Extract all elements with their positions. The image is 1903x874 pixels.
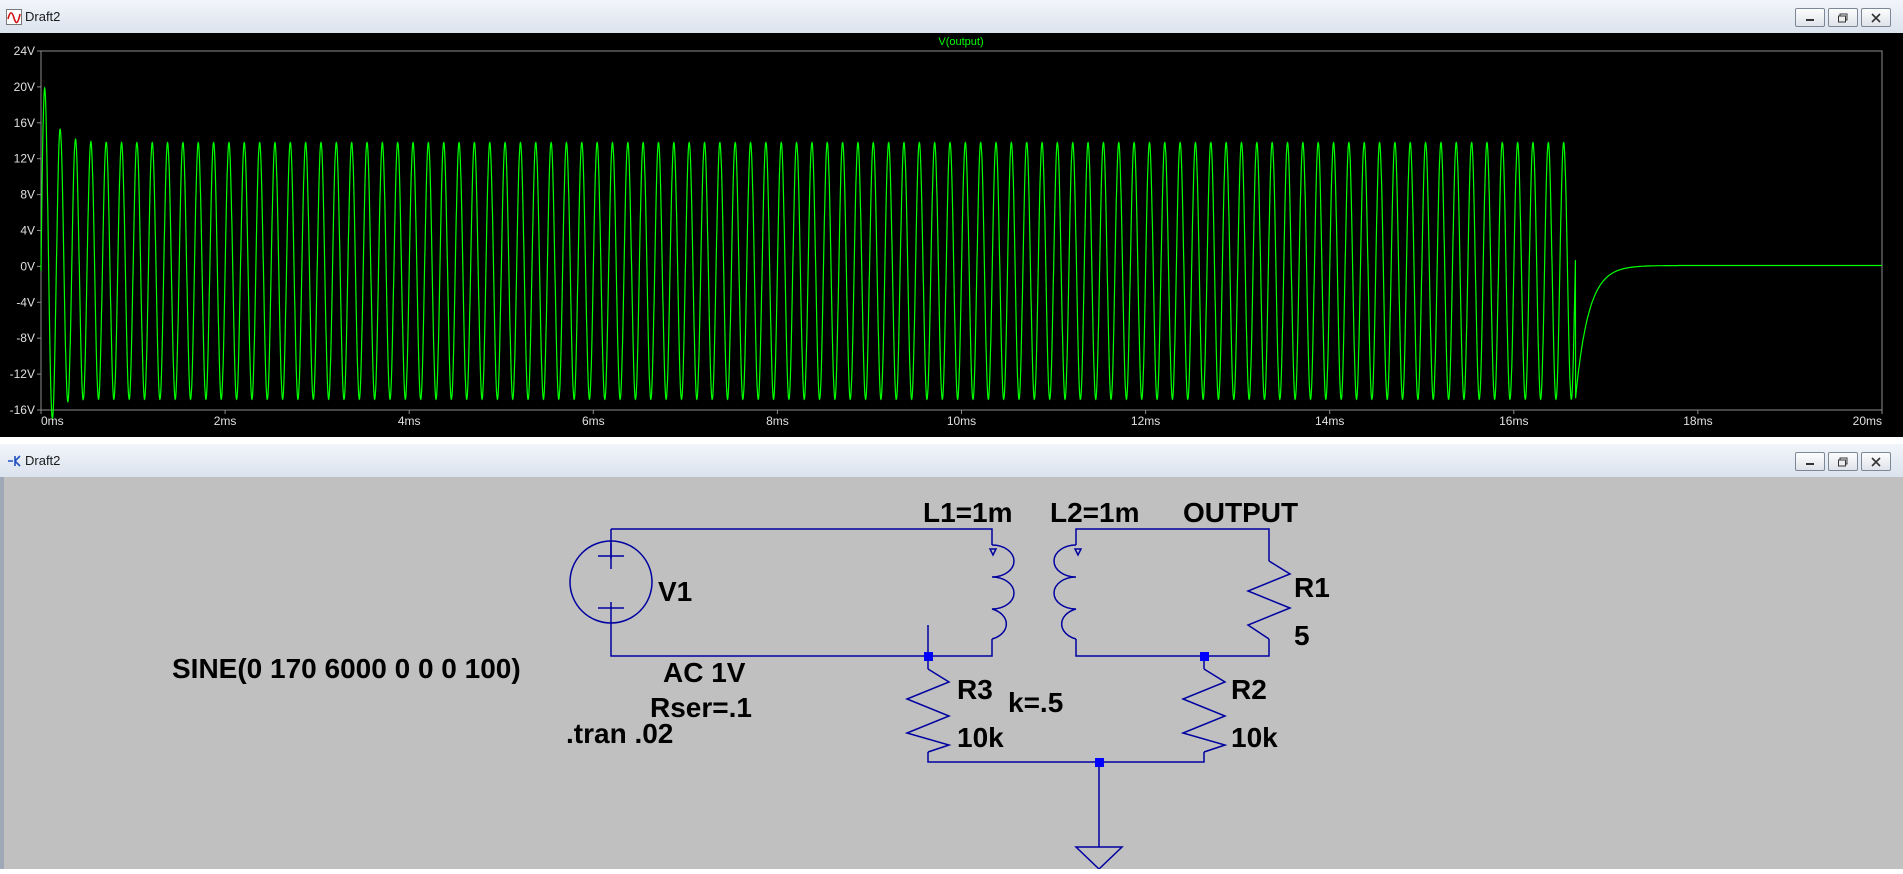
v1-name-label[interactable]: V1 (658, 576, 692, 607)
junction-dot[interactable] (1095, 758, 1104, 767)
window-title: Draft2 (25, 453, 61, 468)
junction-dot[interactable] (1200, 652, 1209, 661)
voltage-source-v1[interactable] (569, 540, 653, 624)
y-tick-label: -4V (16, 295, 35, 309)
x-tick-label: 18ms (1683, 414, 1712, 428)
x-tick-label: 6ms (582, 414, 605, 428)
ground-symbol[interactable] (1074, 846, 1124, 871)
schematic-canvas[interactable]: V1 SINE(0 170 6000 0 0 0 100) AC 1V Rser… (0, 477, 1903, 871)
waveform-window[interactable]: Draft2 V(output) 0ms 2ms 4ms 6ms 8ms 10ms 12ms… (0, 0, 1903, 437)
schematic-drawing: V1 SINE(0 170 6000 0 0 0 100) AC 1V Rser… (172, 497, 1330, 871)
r1-name-label[interactable]: R1 (1294, 572, 1330, 603)
plot-frame (40, 50, 1883, 411)
window-title: Draft2 (25, 9, 61, 24)
x-tick-label: 10ms (947, 414, 976, 428)
schematic-app-icon (8, 455, 21, 467)
schematic-titlebar[interactable]: Draft2 (0, 444, 1903, 478)
waveform-titlebar[interactable]: Draft2 (0, 0, 1903, 34)
minimize-button[interactable] (1795, 8, 1825, 27)
junction-dot[interactable] (924, 652, 933, 661)
r1-value-label[interactable]: 5 (1294, 620, 1310, 651)
r2-value-label[interactable]: 10k (1231, 722, 1278, 753)
close-button[interactable] (1861, 452, 1891, 471)
y-tick-label: 24V (14, 44, 35, 58)
x-tick-label: 12ms (1131, 414, 1160, 428)
tran-directive[interactable]: .tran .02 (566, 718, 673, 749)
y-tick-label: 12V (14, 152, 35, 166)
wire[interactable] (928, 639, 993, 657)
inductor-l1[interactable] (991, 544, 1015, 640)
dot-marker-l2 (1073, 548, 1083, 557)
minimize-icon (1806, 462, 1814, 465)
schematic-window[interactable]: Draft2 (0, 444, 1903, 871)
r3-value-label[interactable]: 10k (957, 722, 1004, 753)
y-tick-label: 20V (14, 80, 35, 94)
y-tick-label: -8V (16, 331, 35, 345)
y-tick-label: -12V (10, 367, 35, 381)
x-tick-label: 2ms (214, 414, 237, 428)
inductor-l2[interactable] (1053, 544, 1077, 640)
net-output-label[interactable]: OUTPUT (1183, 497, 1298, 528)
v1-rser-label[interactable]: Rser=.1 (650, 692, 752, 723)
y-tick-label: 4V (20, 224, 35, 238)
v1-ac-label[interactable]: AC 1V (663, 657, 746, 688)
l2-label[interactable]: L2=1m (1050, 497, 1140, 528)
v1-value-label[interactable]: SINE(0 170 6000 0 0 0 100) (172, 653, 521, 684)
minimize-icon (1806, 18, 1814, 21)
close-button[interactable] (1861, 8, 1891, 27)
dot-marker-l1 (988, 548, 998, 557)
trace-label[interactable]: V(output) (938, 36, 983, 48)
waveform-chart: V(output) 0ms 2ms 4ms 6ms 8ms 10ms 12ms 14ms 16m… (10, 36, 1883, 428)
resistor-r1[interactable] (1246, 560, 1292, 640)
x-tick-label: 16ms (1499, 414, 1528, 428)
plus-icon (598, 543, 624, 569)
x-tick-label: 20ms (1853, 414, 1882, 428)
close-icon (1871, 12, 1881, 23)
x-tick-label: 14ms (1315, 414, 1344, 428)
wire[interactable] (927, 752, 1205, 763)
r3-name-label[interactable]: R3 (957, 674, 993, 705)
wire[interactable] (1075, 528, 1270, 561)
resistor-r2[interactable] (1180, 668, 1228, 753)
x-tick-label: 0ms (41, 414, 64, 428)
y-tick-label: 16V (14, 116, 35, 130)
waveform-app-icon (6, 9, 22, 25)
restore-icon (1838, 13, 1848, 22)
resistor-r3[interactable] (904, 668, 952, 753)
y-tick-label: 8V (20, 188, 35, 202)
restore-button[interactable] (1828, 452, 1858, 471)
wire[interactable] (1075, 639, 1270, 657)
restore-button[interactable] (1828, 8, 1858, 27)
waveform-plot[interactable]: V(output) 0ms 2ms 4ms 6ms 8ms 10ms 12ms 14ms 16m… (0, 33, 1903, 437)
y-tick-label: 0V (20, 259, 35, 273)
close-icon (1871, 456, 1881, 467)
coupling-label[interactable]: k=.5 (1008, 687, 1063, 718)
x-tick-label: 4ms (398, 414, 421, 428)
l1-label[interactable]: L1=1m (923, 497, 1013, 528)
restore-icon (1838, 457, 1848, 466)
minimize-button[interactable] (1795, 452, 1825, 471)
r2-name-label[interactable]: R2 (1231, 674, 1267, 705)
trace-line[interactable] (40, 86, 1882, 420)
wire[interactable] (611, 528, 993, 545)
y-tick-label: -16V (10, 403, 35, 417)
x-tick-label: 8ms (766, 414, 789, 428)
wire[interactable] (610, 602, 929, 657)
